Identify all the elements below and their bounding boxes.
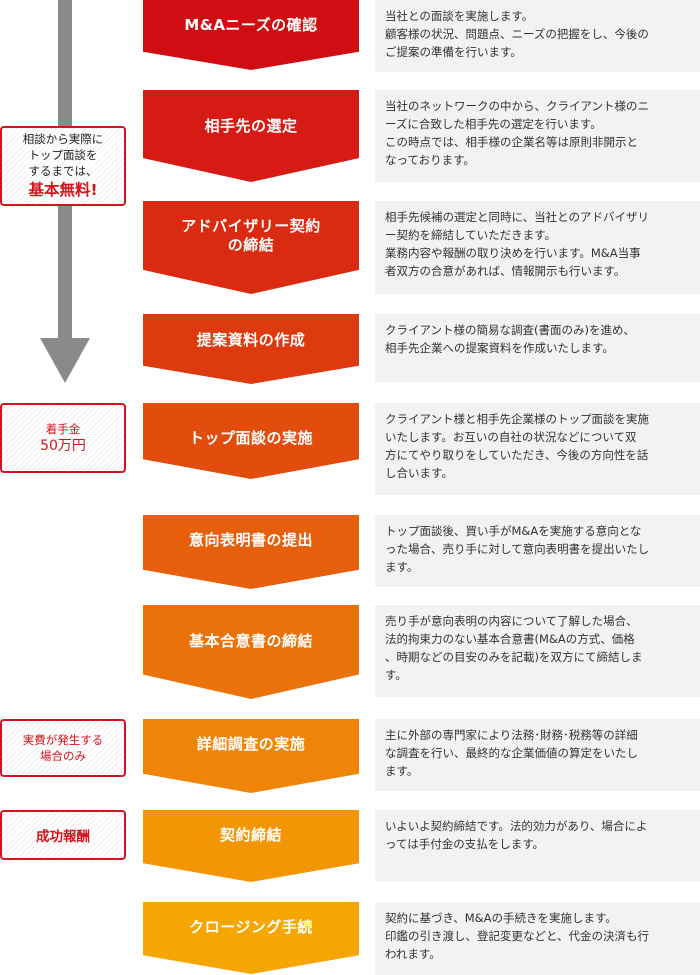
step-desc: 契約に基づき、M&Aの手続きを実施します。 印鑑の引き渡し、登記変更などと、代金… [375,902,700,975]
step-label: 提案資料の作成 [196,331,306,349]
badge-success-label: 成功報酬 [36,829,90,845]
step-proposal-materials: 提案資料の作成 [143,314,359,384]
step-label: M&Aニーズの確認 [184,16,318,34]
step-label: アドバイザリー契約 の締結 [181,217,321,254]
step-due-diligence: 詳細調査の実施 [143,719,359,793]
step-closing-procedures: クロージング手続 [143,902,359,974]
step-label: クロージング手続 [189,918,313,936]
badge-free-consultation: 相談から実際に トップ面談を するまでは、 基本無料! [0,126,126,206]
step-desc: 当社との面談を実施します。 顧客様の状況、問題点、ニーズの把握をし、今後の ご提… [375,0,700,72]
step-label: 契約締結 [219,826,282,844]
badge-retainer-line1: 着手金 [45,421,81,436]
badge-free-highlight: 基本無料! [28,181,98,199]
step-needs-confirmation: M&Aニーズの確認 [143,0,359,70]
step-desc: 相手先候補の選定と同時に、当社とのアドバイザリ ー契約を締結していただきます。 … [375,201,700,294]
badge-expenses-line1: 実費が発生する [22,733,104,747]
step-desc: クライアント様と相手先企業様のトップ面談を実施 いたします。お互いの自社の状況な… [375,403,700,495]
step-label: 基本合意書の締結 [188,632,313,650]
step-desc: 売り手が意向表明の内容について了解した場合、 法的拘束力のない基本合意書(M&A… [375,605,700,697]
step-desc: いよいよ契約締結です。法的効力があり、場合によ っては手付金の支払をします。 [375,810,700,882]
step-top-meeting: トップ面談の実施 [143,403,359,479]
step-partner-selection: 相手先の選定 [143,90,359,182]
step-desc: 主に外部の専門家により法務･財務･税務等の詳細 な調査を行い、最終的な企業価値の… [375,719,700,791]
badge-retainer-fee: 着手金 50万円 [0,403,126,473]
flow-arrow-head-icon [40,338,90,383]
step-advisory-contract: アドバイザリー契約 の締結 [143,201,359,294]
badge-free-line3: するまでは、 [28,164,98,178]
badge-retainer-amount: 50万円 [40,437,86,454]
step-label: 詳細調査の実施 [196,735,306,753]
badge-expenses-line2: 場合のみ [40,749,86,763]
step-contract-signing: 契約締結 [143,810,359,882]
step-label: 相手先の選定 [204,117,298,135]
step-desc: トップ面談後、買い手がM&Aを実施する意向とな った場合、売り手に対して意向表明… [375,515,700,587]
step-basic-agreement: 基本合意書の締結 [143,605,359,699]
step-letter-of-intent: 意向表明書の提出 [143,515,359,589]
step-desc: クライアント様の簡易な調査(書面のみ)を進め、 相手先企業への提案資料を作成いた… [375,314,700,382]
step-desc: 当社のネットワークの中から、クライアント様のニ ーズに合致した相手先の選定を行い… [375,90,700,182]
badge-free-line1: 相談から実際に [22,132,104,146]
step-label: トップ面談の実施 [188,429,313,447]
badge-expenses: 実費が発生する 場合のみ [0,719,126,777]
step-label: 意向表明書の提出 [188,531,313,549]
badge-success-fee: 成功報酬 [0,810,126,860]
badge-free-line2: トップ面談を [28,148,98,162]
